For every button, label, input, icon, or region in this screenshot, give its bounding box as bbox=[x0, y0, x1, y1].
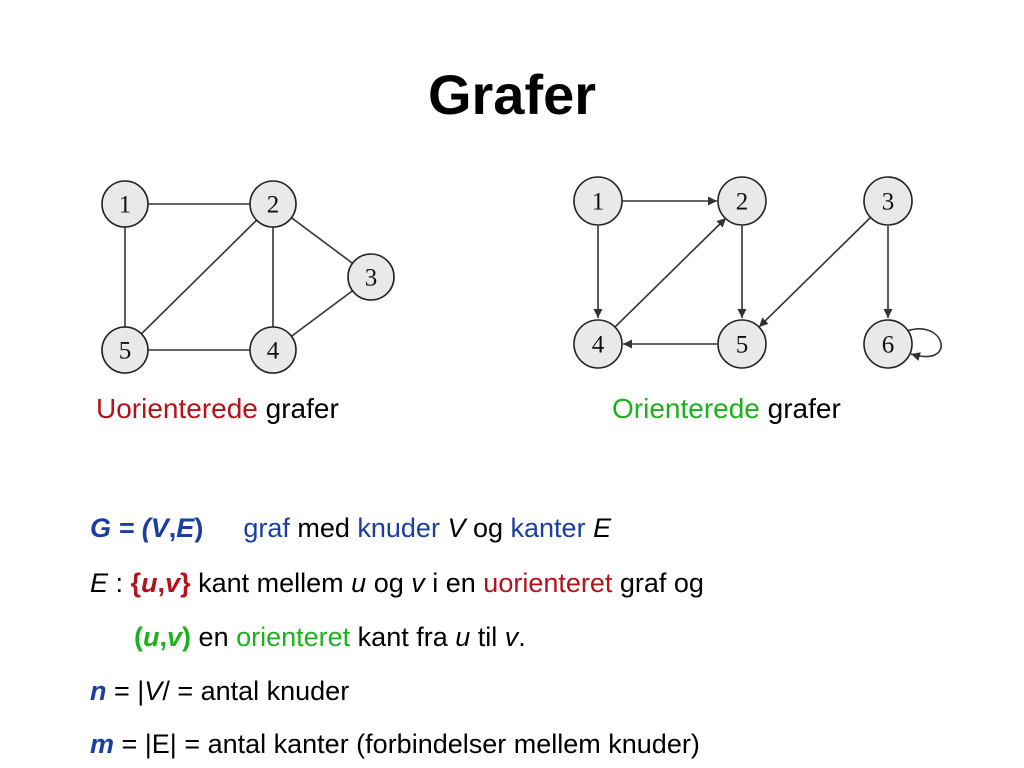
node-label: 5 bbox=[119, 338, 132, 365]
caption-rest: grafer bbox=[257, 393, 339, 424]
undirected-nodes bbox=[101, 180, 395, 374]
text-span: med bbox=[289, 513, 358, 543]
text-span: kanter bbox=[510, 513, 586, 543]
definition-line-2: E : {u,v} kant mellem u og v i en uorien… bbox=[90, 568, 704, 599]
text-span: } bbox=[180, 568, 191, 598]
text-span: : bbox=[108, 568, 131, 598]
definition-line-1: G = (V,E)graf med knuder V og kanter E bbox=[90, 513, 611, 544]
node-label: 5 bbox=[736, 332, 749, 359]
definition-line-5: m = |E| = antal kanter (forbindelser mel… bbox=[90, 729, 700, 760]
node-label: 2 bbox=[267, 192, 280, 219]
text-span: v bbox=[504, 622, 519, 652]
edge-6-6 bbox=[906, 328, 942, 361]
text-span: til bbox=[470, 622, 505, 652]
directed-nodes bbox=[573, 176, 913, 369]
node-label: 1 bbox=[119, 192, 132, 219]
node-1 bbox=[573, 176, 623, 226]
node-3 bbox=[347, 253, 395, 301]
text-span: u bbox=[351, 568, 367, 598]
directed-caption: Orienterede grafer bbox=[612, 393, 841, 425]
text-span: v bbox=[165, 568, 181, 598]
text-span: = |E| = antal kanter (forbindelser melle… bbox=[114, 729, 700, 759]
definition-line-4: n = |V/ = antal knuder bbox=[90, 676, 349, 707]
node-label: 3 bbox=[365, 265, 378, 292]
text-span: kant fra bbox=[350, 622, 456, 652]
text-span: E bbox=[176, 513, 195, 543]
text-span: V bbox=[144, 676, 163, 706]
node-label: 1 bbox=[592, 189, 605, 216]
text-span: u bbox=[455, 622, 471, 652]
undirected-caption: Uorienterede grafer bbox=[96, 393, 339, 425]
text-span: = | bbox=[106, 676, 145, 706]
text-span: m bbox=[90, 729, 115, 759]
text-span: ( bbox=[134, 622, 143, 652]
edge-4-2 bbox=[614, 217, 727, 328]
text-span: og bbox=[366, 568, 412, 598]
node-label: 3 bbox=[882, 189, 895, 216]
undirected-graph: 1 2 3 4 5 bbox=[101, 180, 395, 374]
text-span: v bbox=[411, 568, 425, 598]
edge-2-5 bbox=[124, 203, 274, 351]
node-label: 4 bbox=[592, 332, 605, 359]
text-span: orienteret bbox=[236, 622, 351, 652]
text-span: . bbox=[518, 622, 526, 652]
node-2 bbox=[717, 176, 767, 226]
undirected-edges bbox=[124, 203, 372, 351]
node-5 bbox=[717, 319, 767, 369]
directed-edges bbox=[593, 196, 942, 361]
node-1 bbox=[101, 180, 149, 228]
text-span: V bbox=[447, 513, 466, 543]
text-span: graf og bbox=[612, 568, 704, 598]
text-span: V bbox=[150, 513, 169, 543]
text-span: ) bbox=[182, 622, 192, 652]
text-span: , bbox=[168, 513, 177, 543]
text-span: en bbox=[191, 622, 237, 652]
text-span: knuder bbox=[357, 513, 440, 543]
text-span: E bbox=[593, 513, 612, 543]
caption-colored: Orienterede bbox=[612, 393, 760, 424]
text-span: uorienteret bbox=[483, 568, 613, 598]
node-4 bbox=[573, 319, 623, 369]
node-label: 6 bbox=[882, 332, 895, 359]
text-span: i en bbox=[424, 568, 484, 598]
text-span: / = antal knuder bbox=[162, 676, 350, 706]
node-6 bbox=[863, 319, 913, 369]
text-span: E bbox=[90, 568, 109, 598]
definition-line-3: (u,v) en orienteret kant fra u til v. bbox=[134, 622, 526, 653]
node-4 bbox=[249, 326, 297, 374]
node-label: 2 bbox=[736, 189, 749, 216]
page-title: Grafer bbox=[427, 63, 597, 126]
directed-graph: 1 2 3 4 5 6 bbox=[573, 176, 942, 369]
text-span: { bbox=[130, 568, 142, 598]
text-span: n bbox=[90, 676, 107, 706]
text-span: v bbox=[167, 622, 183, 652]
text-span: u bbox=[143, 622, 160, 652]
node-3 bbox=[863, 176, 913, 226]
text-span: G = ( bbox=[90, 513, 151, 543]
text-span: , bbox=[159, 622, 168, 652]
text-span: og bbox=[465, 513, 511, 543]
text-span: ) bbox=[194, 513, 204, 543]
edge-3-5 bbox=[758, 217, 871, 328]
caption-colored: Uorienterede bbox=[96, 393, 258, 424]
node-label: 4 bbox=[267, 338, 280, 365]
text-span: u bbox=[141, 568, 158, 598]
node-2 bbox=[249, 180, 297, 228]
caption-rest: grafer bbox=[759, 393, 841, 424]
text-span: , bbox=[157, 568, 166, 598]
text-span: kant mellem bbox=[190, 568, 352, 598]
text-span: graf bbox=[243, 513, 290, 543]
node-5 bbox=[101, 326, 149, 374]
